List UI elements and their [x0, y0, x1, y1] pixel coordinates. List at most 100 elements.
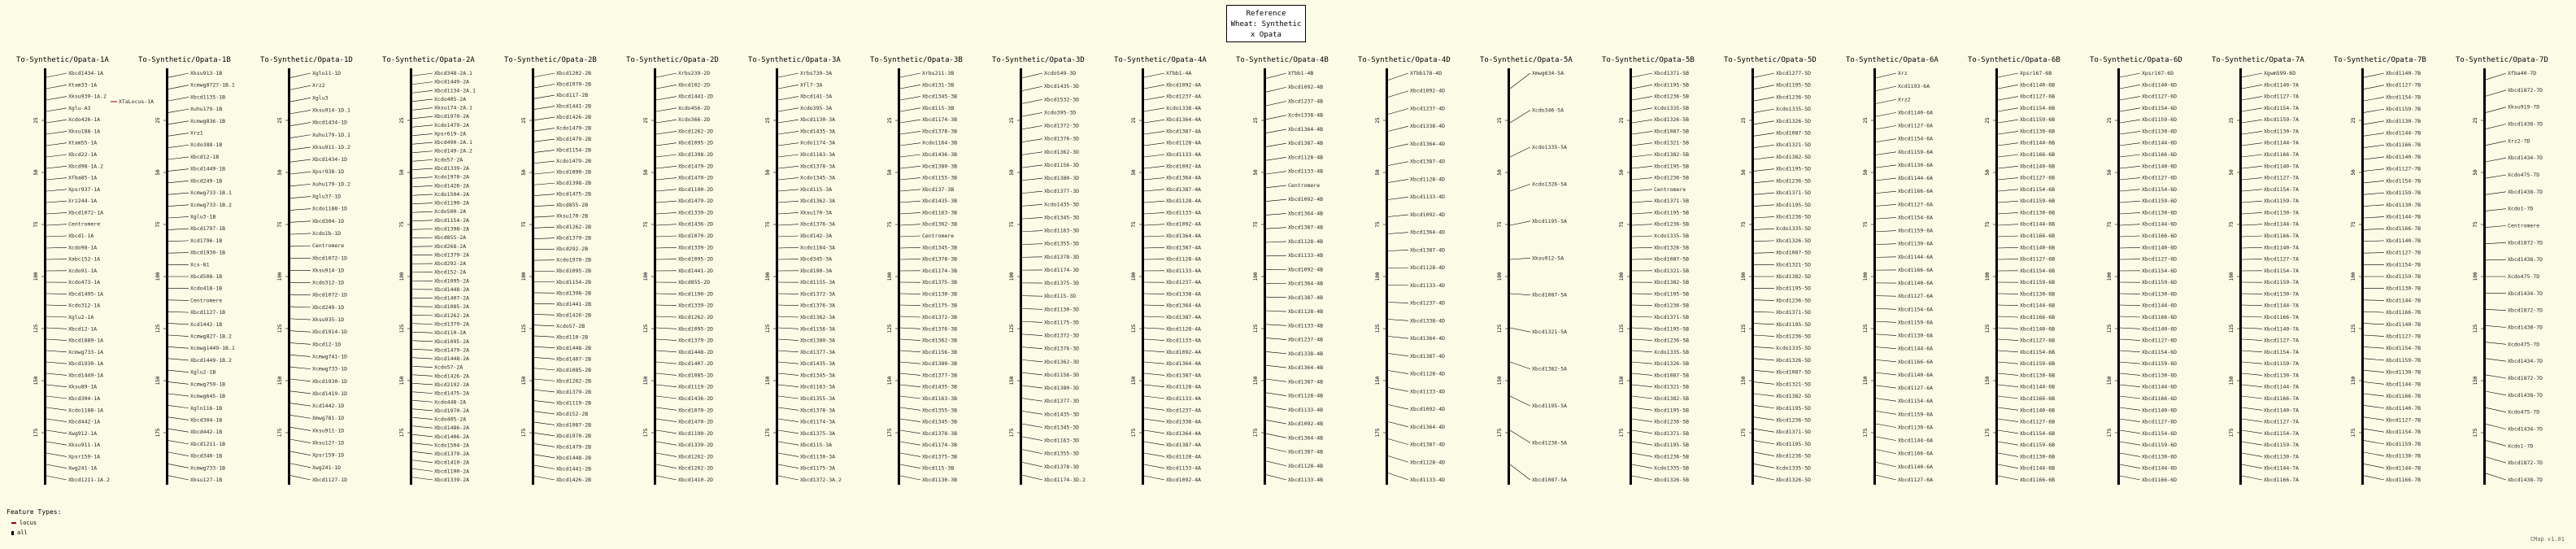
marker-label[interactable]: Xbcd1362-3A — [800, 198, 835, 204]
marker-label[interactable]: Xbcd1127-7B — [2386, 250, 2421, 256]
marker-label[interactable]: Xbcd1387-4B — [1288, 140, 1323, 146]
marker-label[interactable]: Xbcd149-2A.2 — [434, 148, 472, 155]
marker-label[interactable]: Xbcd1436-2D — [678, 221, 713, 228]
marker-label[interactable]: Xbcd1407-2A — [434, 295, 469, 302]
marker-label[interactable]: Xcdo1479-2A — [434, 122, 469, 129]
marker-label[interactable]: Xbcd1159-6B — [2020, 442, 2055, 448]
marker-label[interactable]: Xbcd1436-2D — [678, 395, 713, 402]
marker-label[interactable]: Xbcd1195-5D — [1776, 202, 1811, 208]
marker-label[interactable]: Xcdo475-7D — [2508, 172, 2539, 178]
marker-label[interactable]: Xbcd1156-3B — [922, 349, 957, 355]
marker-label[interactable]: Xbcd855-2B — [556, 202, 588, 208]
marker-label[interactable]: Xbcd1479-2B — [556, 136, 591, 142]
marker-label[interactable]: Xbcd1127-7A — [2264, 175, 2299, 181]
marker-label[interactable]: Xbcd152-2A — [434, 269, 466, 276]
marker-label[interactable]: Xbcd1144-6D — [2142, 384, 2177, 390]
marker-label[interactable]: Xbcd1174-3B — [922, 442, 957, 448]
marker-label[interactable]: Xbcd1262-2A — [434, 312, 469, 319]
marker-label[interactable]: Xbcd1872-7D — [2508, 307, 2543, 314]
marker-label[interactable]: Xcdo1435-3D — [1044, 201, 1079, 207]
marker-label[interactable]: Xbcd1236-5D — [1776, 297, 1811, 303]
marker-label[interactable]: Xbcd1092-4D — [1410, 211, 1445, 218]
marker-label[interactable]: Xcdo475-7D — [2508, 273, 2539, 280]
marker-label[interactable]: Xcdo312-1A — [68, 303, 100, 309]
marker-label[interactable]: Xcd1442-1D — [312, 403, 344, 409]
marker-label[interactable]: Xbcd1159-7A — [2264, 198, 2299, 204]
marker-label[interactable]: Xbcd1130-7A — [2264, 128, 2299, 134]
marker-label[interactable]: Xbcd1127-6D — [2142, 419, 2177, 425]
marker-label[interactable]: Xbcd1087-5A — [1532, 477, 1567, 483]
marker-label[interactable]: Xbcd1379-2A — [434, 251, 469, 258]
marker-label[interactable]: Xcdo1b-1D — [312, 230, 341, 237]
marker-label[interactable]: Xbcd1085-2B — [556, 367, 591, 373]
marker-label[interactable]: Xbcd1872-7D — [2508, 87, 2543, 94]
marker-label[interactable]: Xbcd1190-2A — [434, 468, 469, 474]
marker-label[interactable]: Xbcd1426-2A — [434, 373, 469, 379]
marker-label[interactable]: Xglu37-1D — [312, 194, 341, 200]
marker-label[interactable]: Xbcd1326-5B — [1654, 116, 1689, 123]
marker-label[interactable]: Xbcd1970-2A — [434, 113, 469, 120]
marker-label[interactable]: Xbcd1159-6D — [2142, 116, 2177, 123]
marker-label[interactable]: Xcdo1335-5D — [1776, 225, 1811, 232]
marker-label[interactable]: Xbcd1364-4A — [1166, 360, 1201, 367]
marker-label[interactable]: Xbcd1380-3D — [1044, 385, 1079, 391]
marker-label[interactable]: Xbcd1144-7B — [2386, 213, 2421, 220]
marker-label[interactable]: Xbcd1355-3A — [800, 395, 835, 402]
marker-label[interactable]: Xbcd1321-5B — [1654, 140, 1689, 146]
marker-label[interactable]: Xcd1442-1B — [190, 321, 222, 328]
marker-label[interactable]: Xbcd1166-6A — [1898, 359, 1933, 365]
marker-label[interactable]: Xbcd115-3D — [1044, 293, 1076, 299]
marker-label[interactable]: Xbcd1154-6D — [2142, 105, 2177, 111]
marker-label[interactable]: Xbcd1087-5D — [1776, 250, 1811, 256]
marker-label[interactable]: Xbcd1092-4A — [1166, 477, 1201, 483]
marker-label[interactable]: Xbcd1166-7B — [2386, 393, 2421, 399]
marker-label[interactable]: Xbcd1364-4B — [1288, 210, 1323, 216]
marker-label[interactable]: Xabc152-1A — [68, 256, 100, 263]
marker-label[interactable]: Xbcd1371-5B — [1654, 430, 1689, 437]
marker-label[interactable]: Xbcd1237-4A — [1166, 407, 1201, 413]
marker-label[interactable]: Xcdo388-1B — [190, 142, 222, 148]
marker-label[interactable]: Xbcd1355-3D — [1044, 241, 1079, 247]
marker-label[interactable]: Xbcd1092-4A — [1166, 349, 1201, 355]
marker-label[interactable]: Xbcd1387-4D — [1410, 442, 1445, 448]
marker-label[interactable]: Xbcd1930-1A — [68, 360, 103, 367]
marker-label[interactable]: Xbcd1154-6D — [2142, 268, 2177, 274]
marker-label[interactable]: Xbcd1159-6D — [2142, 279, 2177, 285]
marker-label[interactable]: Xbcd1362-3D — [1044, 359, 1079, 365]
marker-label[interactable]: Xbcd1380-3A — [800, 338, 835, 344]
marker-label[interactable]: Xcdo1188-1A — [68, 407, 103, 413]
marker-label[interactable]: Xbcd1355-3D — [1044, 451, 1079, 457]
marker-label[interactable]: Xbcd1382-5B — [1654, 279, 1689, 285]
marker-label[interactable]: Xbcd1377-3D — [1044, 188, 1079, 194]
marker-label[interactable]: Xbcd1338-4D — [1410, 123, 1445, 129]
marker-label[interactable]: Xbcd1375-3D — [1044, 280, 1079, 286]
marker-label[interactable]: Xksu174-2A.1 — [434, 105, 472, 111]
marker-label[interactable]: Xbcd1-1A — [68, 233, 94, 239]
marker-label[interactable]: Xbcd1378-3B — [922, 128, 957, 134]
marker-label[interactable]: Xbcd1140-6B — [2020, 81, 2055, 88]
marker-label[interactable]: Xbcd1127-6B — [2020, 256, 2055, 263]
marker-label[interactable]: Xbcd1159-6D — [2142, 360, 2177, 367]
marker-label[interactable]: Xbcd1130-6D — [2142, 128, 2177, 134]
marker-label[interactable]: Xbcd1144-6B — [2020, 221, 2055, 228]
marker-label[interactable]: Xbcd1144-7A — [2264, 384, 2299, 390]
marker-label[interactable]: Xbcd1364-4A — [1166, 303, 1201, 309]
marker-label[interactable]: Xbcd1372-3B — [922, 314, 957, 320]
marker-label[interactable]: Xcmwg741-1D — [312, 353, 347, 359]
marker-label[interactable]: Xbcd855-2D — [678, 279, 710, 285]
marker-label[interactable]: Xcdo57-2A — [434, 364, 463, 371]
marker-label[interactable]: Xbcd1156-3A — [800, 325, 835, 332]
marker-label[interactable]: Xbcd1130-6B — [2020, 290, 2055, 297]
marker-label[interactable]: Xcdo57-2A — [434, 156, 463, 163]
marker-label[interactable]: Xbcd1130-6A — [1898, 241, 1933, 247]
marker-label[interactable]: Xglu2-1A — [68, 314, 94, 320]
marker-label[interactable]: Xbcd1211-1B — [190, 441, 225, 447]
marker-label[interactable]: Xglu3 — [312, 94, 329, 101]
marker-label[interactable]: Xbcd1479-2D — [678, 198, 713, 204]
marker-label[interactable]: Xbcd1133-4D — [1410, 194, 1445, 200]
marker-label[interactable]: Xbcd1449-1A — [68, 372, 103, 378]
marker-label[interactable]: Xuhu179-1D.1 — [312, 132, 350, 138]
marker-label[interactable]: Xcdo1335-5D — [1776, 464, 1811, 471]
marker-label[interactable]: Xbcd1387-4B — [1288, 449, 1323, 455]
marker-label[interactable]: Xbcd1379-2B — [556, 235, 591, 242]
